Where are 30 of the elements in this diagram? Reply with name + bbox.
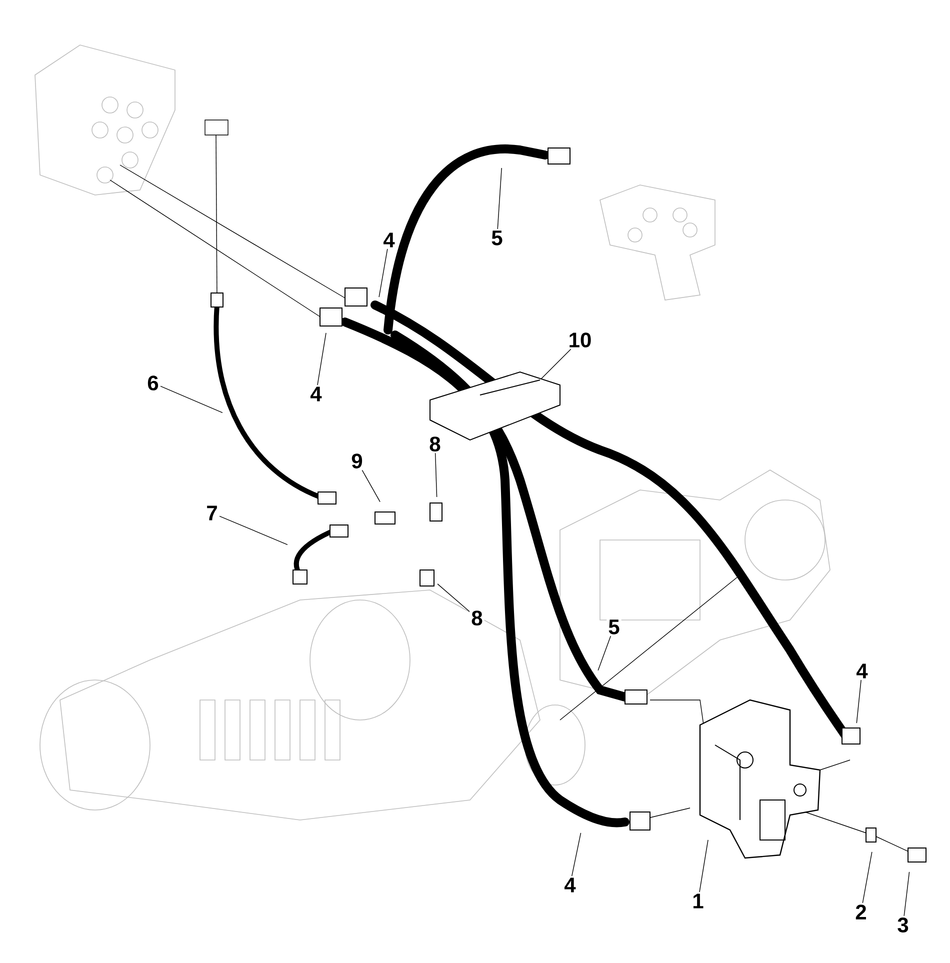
leader-line	[219, 516, 288, 546]
leader-line	[160, 386, 223, 413]
leader-line	[497, 168, 502, 230]
callout-number: 8	[428, 435, 442, 453]
callout-number: 9	[350, 452, 364, 470]
leader-line	[856, 680, 862, 724]
leader-line	[862, 852, 872, 904]
leader-line	[540, 348, 572, 380]
callout-number: 5	[606, 618, 622, 636]
callout-number: 6	[146, 374, 160, 392]
leader-line	[699, 840, 708, 892]
callout-number: 5	[490, 229, 504, 247]
callout-number: 4	[308, 385, 324, 403]
leader-line	[572, 832, 582, 876]
leader-line	[317, 332, 326, 386]
leader-line	[598, 636, 612, 671]
leader-line	[362, 470, 380, 502]
callout-number: 3	[896, 916, 910, 934]
callout-number: 10	[566, 331, 594, 349]
callout-number: 8	[470, 609, 484, 627]
callout-number: 7	[204, 504, 220, 522]
callout-number: 2	[854, 903, 868, 921]
leader-line	[434, 452, 438, 498]
leader-line	[904, 872, 910, 916]
callout-number: 4	[854, 662, 870, 680]
leader-line	[437, 584, 470, 612]
leader-line	[378, 248, 388, 298]
callout-number: 4	[562, 876, 578, 894]
callout-number: 1	[690, 892, 706, 910]
callout-number: 4	[382, 231, 396, 249]
